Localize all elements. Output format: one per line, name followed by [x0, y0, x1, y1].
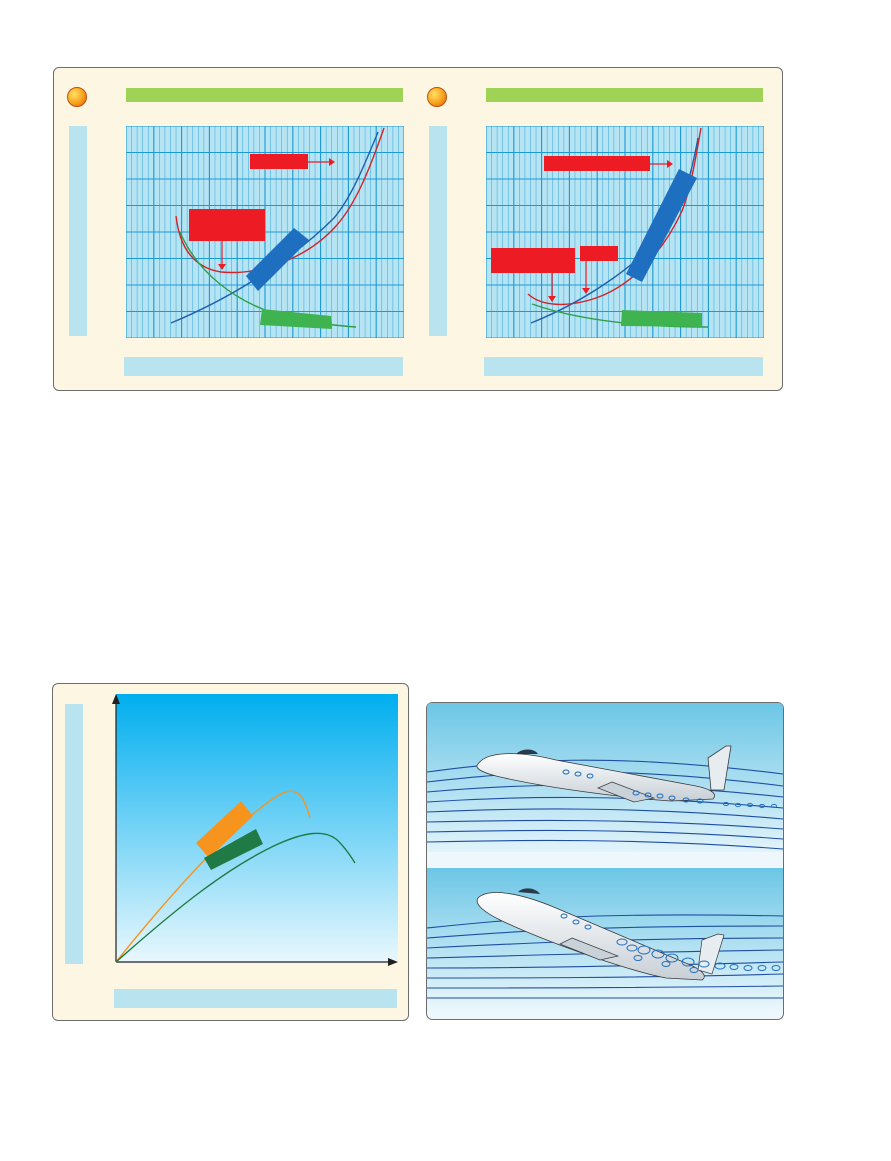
right-drag-chart: [486, 126, 764, 338]
left-induced-drag-band: [260, 309, 332, 329]
lift-curve-upper: [115, 790, 311, 963]
lift-y-axis-arrowhead: [112, 694, 120, 704]
left-callout-arrowhead-down: [218, 264, 226, 270]
lift-curve-lower: [115, 832, 356, 963]
separated-flow-scene: [426, 868, 784, 1014]
lift-chart: [112, 694, 398, 966]
lift-chart-background: [116, 694, 398, 964]
right-chart-x-axis-bar: [484, 357, 763, 376]
left-chart-x-axis-bar: [124, 357, 403, 376]
lift-stall-band-upper: [196, 801, 253, 858]
info-bullet-icon: [427, 87, 447, 107]
left-chart-y-axis-bar: [69, 126, 87, 336]
right-callout-small: [580, 246, 618, 261]
drag-curves-panel: [53, 67, 783, 391]
left-callout-minimum-drag: [189, 209, 265, 241]
airplane-illustration: [476, 888, 725, 981]
left-drag-chart: [126, 126, 404, 338]
info-bullet-icon: [67, 87, 87, 107]
right-callout-total-drag: [544, 156, 650, 171]
left-chart-title-bar: [126, 88, 403, 102]
right-chart-y-axis-bar: [429, 126, 447, 336]
left-total-drag-curve: [175, 127, 385, 274]
left-callout-total-drag: [250, 154, 308, 169]
airflow-illustration: [426, 702, 784, 1020]
right-callout-arrowhead-down-1: [548, 296, 556, 302]
right-chart-title-bar: [486, 88, 763, 102]
lift-y-axis-bar: [65, 704, 83, 964]
separated-turbulent-eddies: [560, 913, 781, 973]
right-callout-arrowhead-down-2: [582, 288, 590, 294]
lift-x-axis-arrowhead: [388, 958, 398, 966]
left-parasite-drag-curve: [170, 131, 379, 324]
lift-curve-panel: [52, 683, 409, 1021]
lift-x-axis-bar: [114, 989, 397, 1008]
right-induced-drag-band: [621, 310, 702, 327]
right-parasite-drag-band: [626, 169, 697, 282]
scene-divider: [427, 852, 783, 868]
attached-small-eddies: [562, 769, 777, 809]
lift-stall-band-lower: [204, 829, 263, 870]
right-callout-arrowhead-right: [667, 160, 673, 168]
left-callout-arrowhead-right: [329, 158, 335, 166]
left-parasite-drag-band: [246, 228, 309, 291]
airplane-illustration: [476, 745, 732, 803]
right-callout-minimum-drag: [491, 248, 575, 273]
attached-flow-scene: [426, 703, 784, 867]
